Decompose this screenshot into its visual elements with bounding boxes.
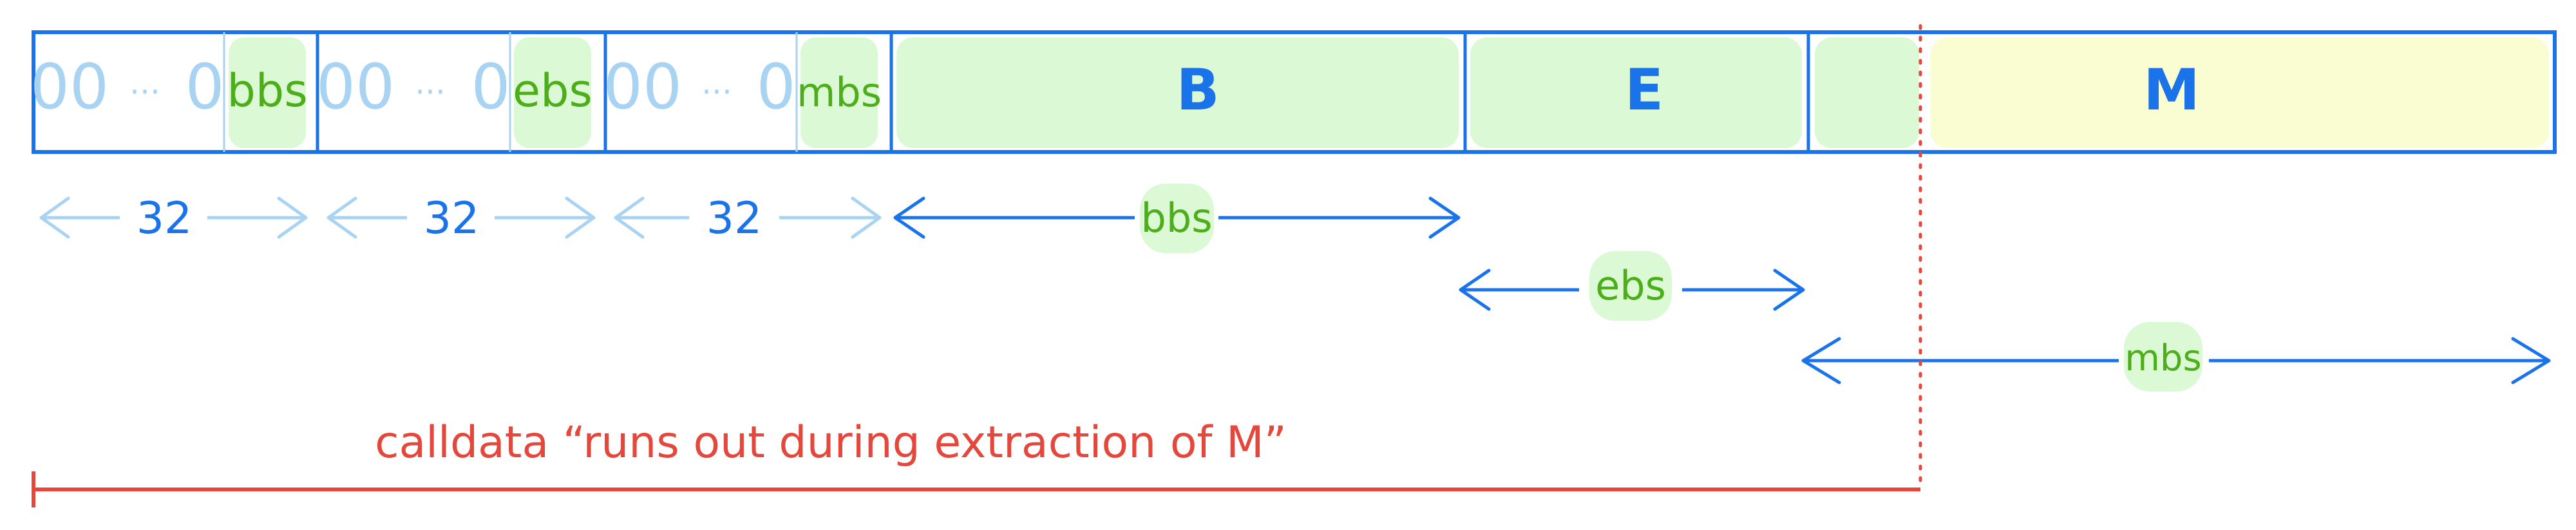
bbs-tag-fill <box>229 37 306 148</box>
ebs-badge <box>1589 251 1672 321</box>
m-block-fill <box>1931 37 2549 148</box>
ebs-tag-fill <box>514 37 591 148</box>
zero-byte-label: 0 <box>471 51 510 123</box>
span-32-label: 32 <box>137 193 193 244</box>
e-block-fill <box>1470 37 1802 148</box>
calldata-bar: 00 ··· 0 bbs 00 ··· 0 ebs 00 ··· 0 mbs B… <box>30 30 2557 154</box>
ellipsis-label: ··· <box>415 73 446 111</box>
b-block-label: B <box>1176 57 1219 123</box>
bar-frame <box>32 30 2557 154</box>
mbs-badge <box>2124 322 2202 392</box>
zero-bytes-label: 00 <box>603 51 682 123</box>
m-block-label: M <box>2143 57 2200 123</box>
span-header-ebs: 32 <box>327 193 596 244</box>
b-block-fill <box>896 37 1459 148</box>
ebs-span-label: ebs <box>1595 262 1666 309</box>
zero-bytes-label: 00 <box>316 51 395 123</box>
calldata-note: calldata “runs out during extraction of … <box>375 417 1287 468</box>
calldata-runout: calldata “runs out during extraction of … <box>32 24 1922 507</box>
bbs-span-label: bbs <box>1141 194 1212 241</box>
bbs-tag-label: bbs <box>227 64 307 117</box>
ellipsis-label: ··· <box>701 73 732 111</box>
mbs-tag-label: mbs <box>797 69 882 116</box>
ebs-tag-label: ebs <box>513 64 592 117</box>
mbs-tag-fill <box>800 37 878 148</box>
span-m-length: mbs <box>1801 322 2551 392</box>
zero-byte-label: 0 <box>756 51 795 123</box>
zero-byte-label: 0 <box>185 51 224 123</box>
span-32-label: 32 <box>706 193 762 244</box>
mbs-span-label: mbs <box>2125 337 2201 379</box>
span-header-mbs: 32 <box>614 193 882 244</box>
span-e-length: ebs <box>1459 251 1805 321</box>
span-32-label: 32 <box>424 193 480 244</box>
bbs-badge <box>1140 184 1214 253</box>
span-b-length: bbs <box>893 184 1461 253</box>
e-block-label: E <box>1625 57 1663 123</box>
span-header-bbs: 32 <box>39 193 308 244</box>
ellipsis-label: ··· <box>129 73 160 111</box>
gap-block-fill <box>1815 37 1919 148</box>
zero-bytes-label: 00 <box>30 51 109 123</box>
span-arrows: 32 32 32 bbs <box>39 184 2551 392</box>
